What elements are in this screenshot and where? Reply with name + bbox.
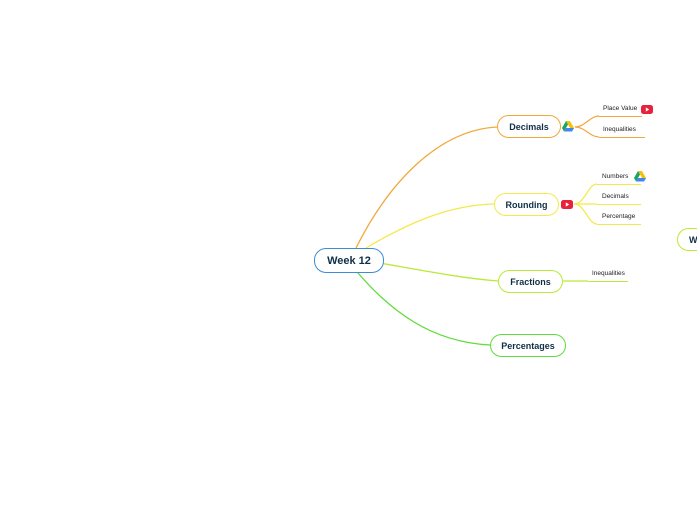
leaf-label: Inequalities xyxy=(603,126,636,133)
google-drive-icon[interactable] xyxy=(562,121,574,132)
leaf-label: Percentage xyxy=(602,213,636,220)
leaf-percentage[interactable]: Percentage xyxy=(597,213,641,225)
leaf-inequalities[interactable]: Inequalities xyxy=(599,126,645,138)
google-drive-icon[interactable] xyxy=(634,171,646,182)
youtube-icon[interactable] xyxy=(561,200,573,209)
root-node-week-12[interactable]: Week 12 xyxy=(314,248,384,273)
branch-node-percentages[interactable]: Percentages xyxy=(490,334,566,357)
connector-percentages xyxy=(357,272,491,346)
leaf-label: Place Value xyxy=(603,105,638,112)
youtube-icon[interactable] xyxy=(641,105,653,114)
leaf-inequalities[interactable]: Inequalities xyxy=(588,270,628,282)
branch-node-decimals[interactable]: Decimals xyxy=(497,115,561,138)
branch-node-w[interactable]: W xyxy=(677,228,697,251)
leaf-label: Decimals xyxy=(602,193,629,200)
connector-decimals xyxy=(355,126,498,249)
connector-rounding xyxy=(365,203,495,249)
leaf-numbers[interactable]: Numbers xyxy=(597,173,641,185)
leaf-place-value[interactable]: Place Value xyxy=(599,105,642,117)
leaf-decimals[interactable]: Decimals xyxy=(597,193,641,205)
leaf-label: Inequalities xyxy=(592,270,625,277)
branch-node-fractions[interactable]: Fractions xyxy=(498,270,563,293)
connector-numbers xyxy=(573,183,598,205)
connector-percentage xyxy=(573,203,598,225)
connector-place-value xyxy=(574,115,600,128)
connector-fractions xyxy=(379,262,499,282)
branch-node-rounding[interactable]: Rounding xyxy=(494,193,559,216)
connector-inequalities-1 xyxy=(574,126,600,138)
leaf-label: Numbers xyxy=(602,173,629,180)
